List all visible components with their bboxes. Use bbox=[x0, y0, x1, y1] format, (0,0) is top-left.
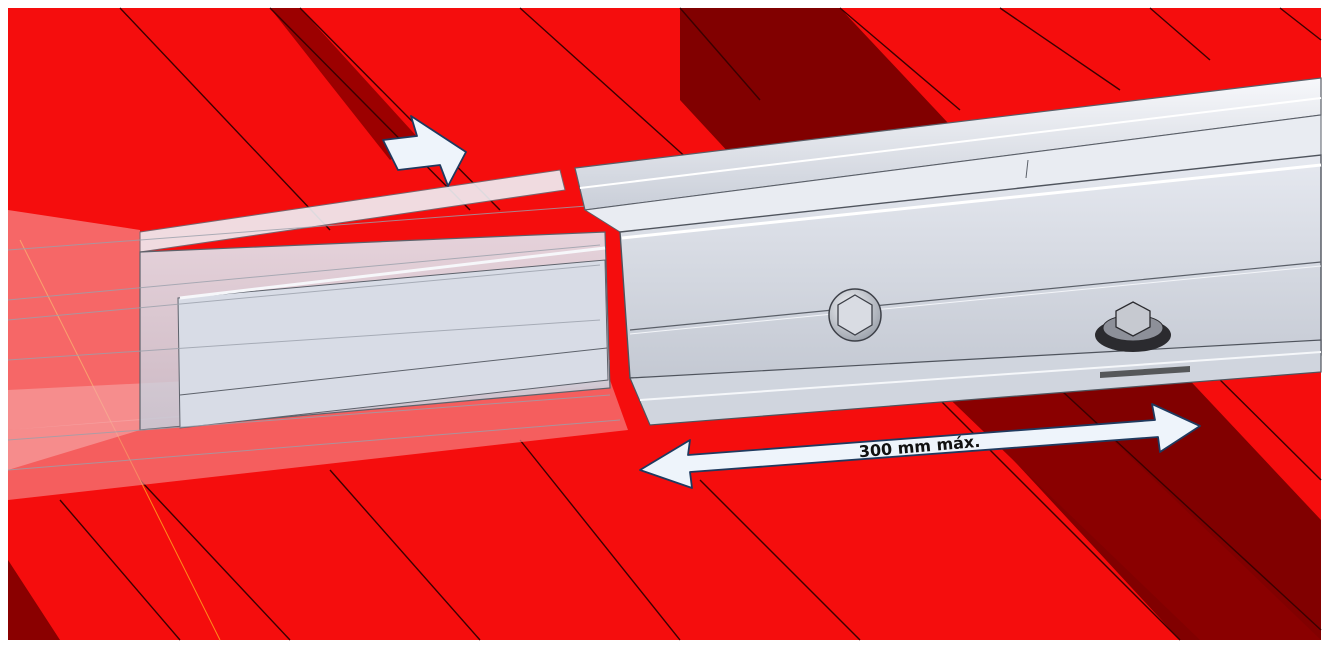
insert-arrow-icon bbox=[382, 115, 467, 187]
inner-rail bbox=[7, 169, 628, 500]
sealing-washer-screw bbox=[1095, 301, 1171, 352]
hex-bolt bbox=[828, 288, 882, 342]
